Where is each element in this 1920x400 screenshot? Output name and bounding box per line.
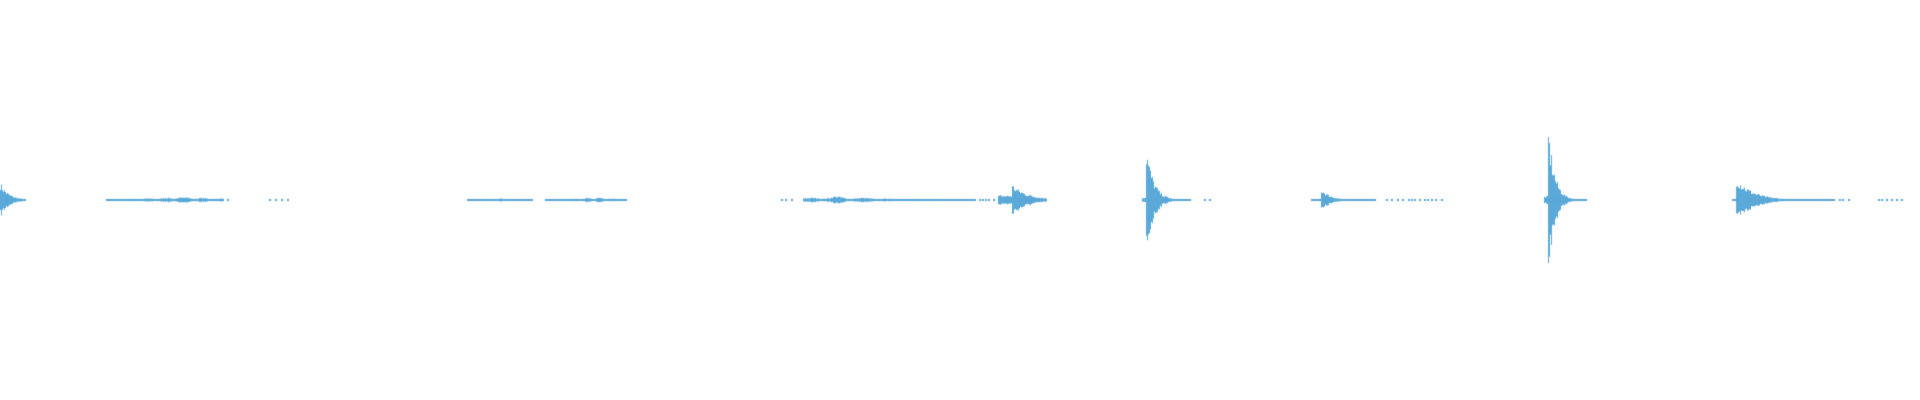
audio-waveform[interactable] [0,0,1920,400]
waveform-canvas[interactable] [0,0,1920,400]
